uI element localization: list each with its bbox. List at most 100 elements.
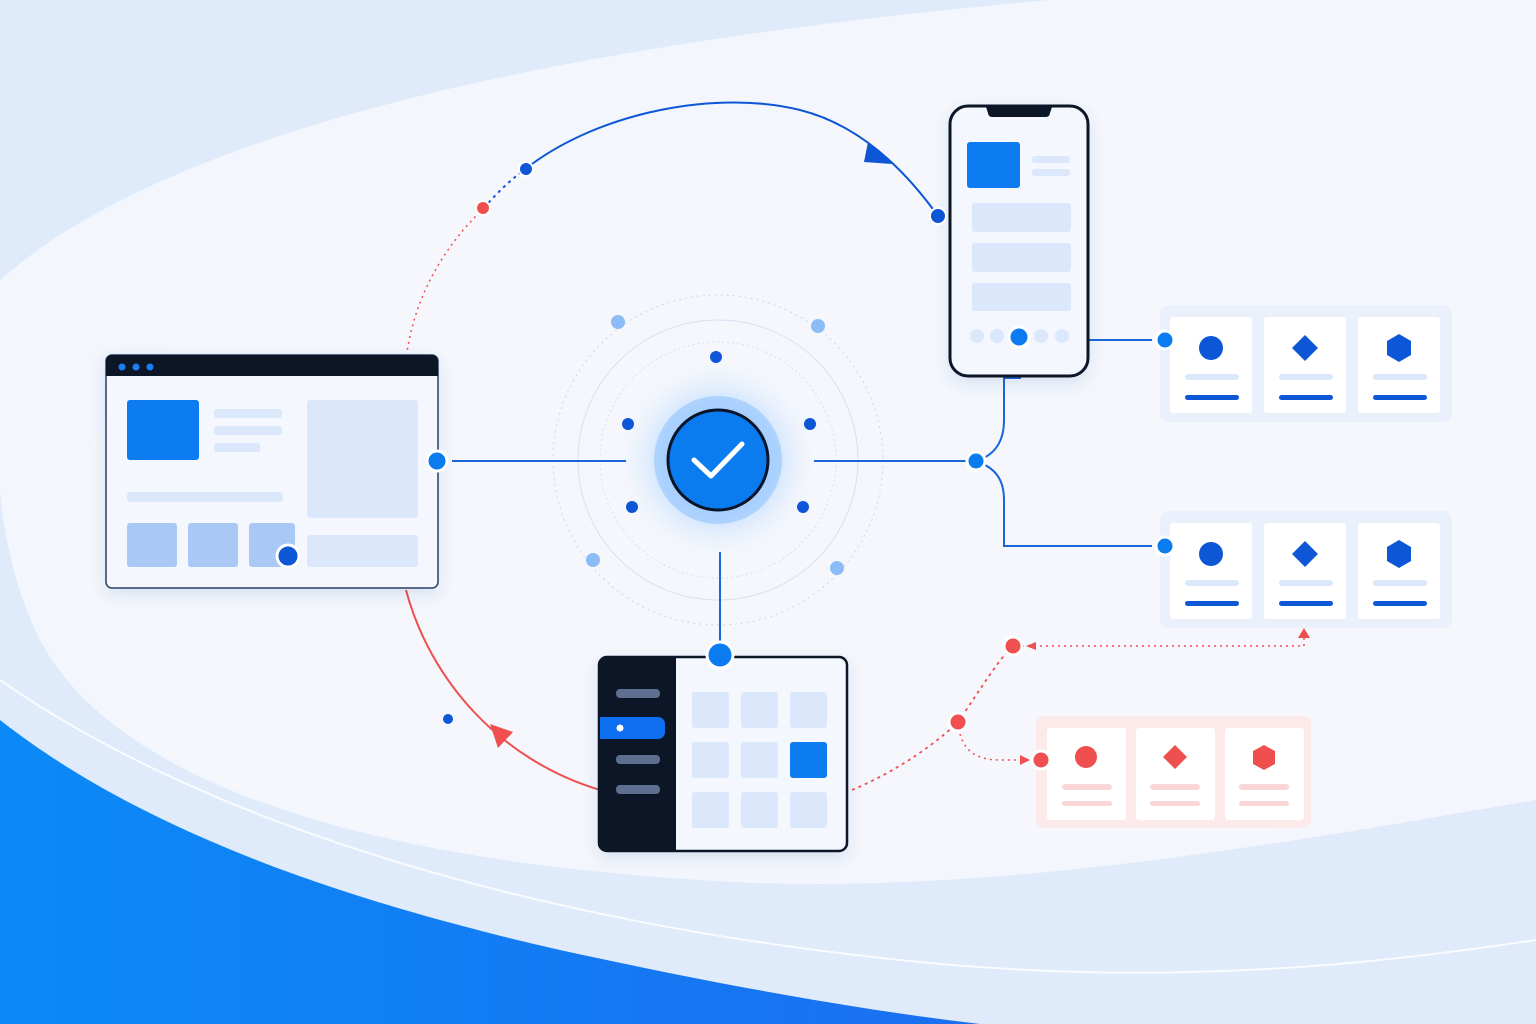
window-dot-icon [118,363,126,371]
component-set-error[interactable] [1036,716,1311,828]
phone-list-row[interactable] [972,243,1071,272]
circle-icon [1199,336,1223,360]
grid-cell[interactable] [790,792,827,828]
browser-window[interactable] [105,354,439,589]
node-dot[interactable] [275,543,301,569]
error-dot[interactable] [947,711,969,733]
skeleton-line [1279,601,1333,606]
window-dot-icon [132,363,140,371]
grid-cell[interactable] [692,792,729,828]
skeleton-line [1062,801,1112,806]
node-dot[interactable] [705,640,735,670]
diamond-icon [1163,745,1187,769]
background-wave [0,720,980,1024]
skeleton-line [1373,580,1427,586]
hub[interactable] [654,396,782,524]
component-set-top[interactable] [1160,305,1452,422]
skeleton-line [1185,580,1239,586]
skeleton-line [1239,801,1289,806]
node-dot[interactable] [1154,329,1176,351]
component-card[interactable] [1225,728,1304,820]
skeleton-line [1185,395,1239,400]
sidebar-menu-item[interactable] [616,689,660,698]
component-card[interactable] [1136,728,1215,820]
browser-title-bar [106,355,438,376]
check-icon [691,441,745,479]
skeleton-line [1150,784,1200,790]
grid-cell[interactable] [692,742,729,778]
background-wave-line [0,679,1536,974]
component-card[interactable] [1358,523,1440,619]
skeleton-line [1239,784,1289,790]
skeleton-line [1373,601,1427,606]
sidebar-menu-item[interactable] [616,755,660,764]
skeleton-line [1032,156,1070,163]
skeleton-line [1373,395,1427,400]
hexagon-icon [1387,334,1411,362]
component-card[interactable] [1047,728,1126,820]
error-arrow-right-top [1298,628,1310,638]
phone-list-row[interactable] [972,283,1071,311]
error-dot[interactable] [1002,635,1024,657]
node-dots [275,161,1176,771]
grid-cell-active[interactable] [790,742,827,778]
circle-icon [1075,746,1097,768]
component-card[interactable] [1170,317,1252,413]
grid-cell[interactable] [741,692,778,728]
skeleton-line [214,409,282,418]
circle-icon [1199,542,1223,566]
diamond-icon [1292,335,1318,361]
page-dot[interactable] [970,329,984,343]
thumbnail[interactable] [127,523,177,567]
hexagon-icon [1253,745,1275,770]
skeleton-line [1150,801,1200,806]
component-card[interactable] [1264,317,1346,413]
grid-cell[interactable] [790,692,827,728]
error-dot[interactable] [1030,749,1052,771]
skeleton-line [1185,374,1239,380]
sync-arrow-top [864,142,892,164]
error-arrow-bottom [490,724,513,748]
component-card[interactable] [1358,317,1440,413]
node-dot[interactable] [518,161,534,177]
browser-side-panel [307,400,418,518]
skeleton-line [127,492,283,502]
sidebar-menu-item[interactable] [616,785,660,794]
node-dot[interactable] [1007,325,1031,349]
diamond-icon [1292,541,1318,567]
phone-list-row[interactable] [972,203,1071,232]
component-card[interactable] [1264,523,1346,619]
grid-cell[interactable] [692,692,729,728]
active-indicator-icon [616,724,624,732]
error-arrow-left [1026,642,1036,650]
sidebar-menu-item-active[interactable] [600,717,665,739]
node-dot[interactable] [1154,535,1176,557]
phone-notch [986,107,1052,117]
component-card[interactable] [1170,523,1252,619]
component-set-middle[interactable] [1160,511,1452,628]
grid-cell[interactable] [741,792,778,828]
mobile-phone[interactable] [948,104,1090,378]
page-dot[interactable] [1055,329,1069,343]
skeleton-line [1185,601,1239,606]
hub-satellites [586,315,844,575]
skeleton-line [1279,374,1333,380]
error-dot[interactable] [475,200,491,216]
skeleton-line [214,426,282,435]
error-connector-top [1022,636,1305,647]
browser-hero-image [127,400,199,460]
page-dot[interactable] [1034,329,1048,343]
node-dot[interactable] [929,207,947,225]
hub-button[interactable] [666,408,770,512]
skeleton-line [1279,395,1333,400]
thumbnail[interactable] [188,523,238,567]
window-dot-icon [146,363,154,371]
node-dot[interactable] [965,450,987,472]
grid-cell[interactable] [741,742,778,778]
page-dot[interactable] [990,329,1004,343]
node-dot[interactable] [425,449,449,473]
tablet-dashboard[interactable] [597,655,849,853]
browser-footer-bar [307,535,418,567]
